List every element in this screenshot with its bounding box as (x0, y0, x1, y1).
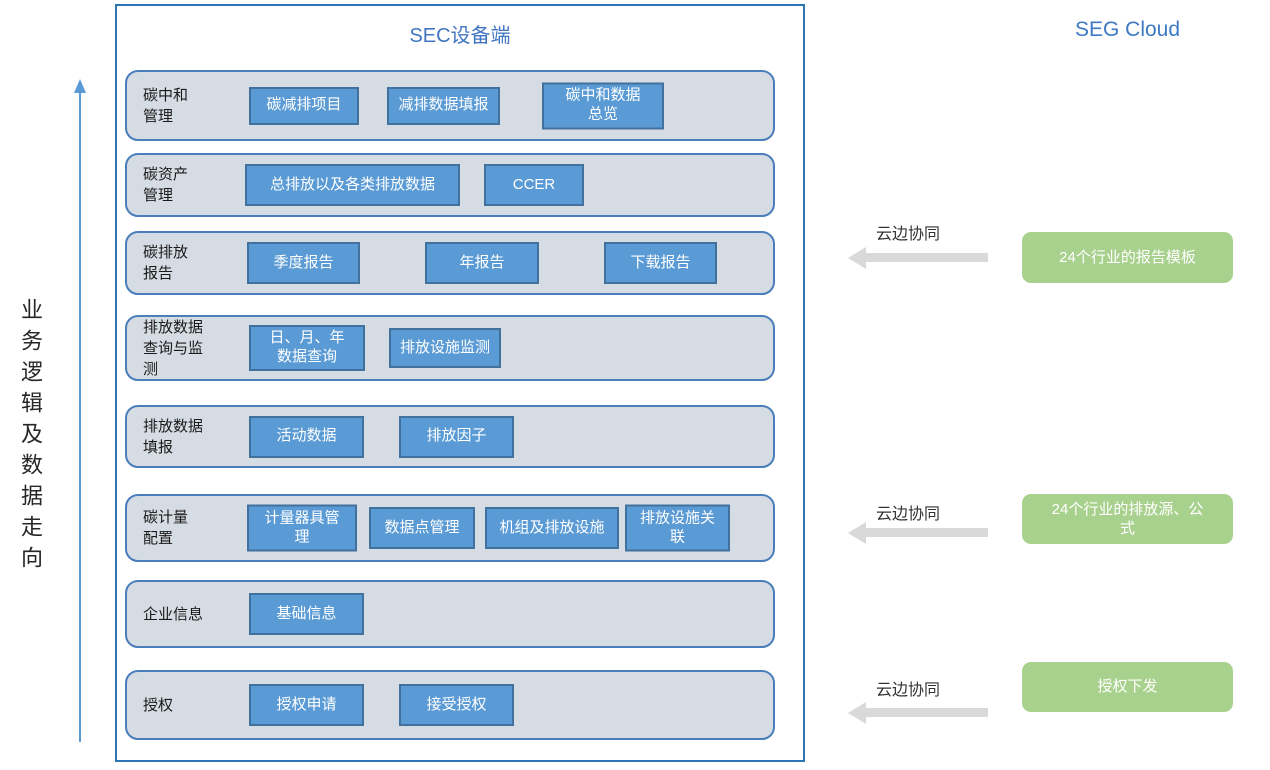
module-row-label: 碳计量 配置 (143, 509, 189, 547)
left-arrow-head-icon (848, 702, 866, 724)
module-row-emission-query-monitor: 排放数据 查询与监 测 日、月、年 数据查询 排放设施监测 (125, 315, 775, 381)
feature-chip: 总排放以及各类排放数据 (245, 164, 460, 206)
flow-axis-label: 业务逻辑及数据走向 (18, 298, 43, 577)
sec-device-panel: SEC设备端 碳中和 管理 碳减排项目 减排数据填报 碳中和数据 总览 碳资产 … (115, 4, 805, 762)
sync-link-label: 云边协同 (876, 682, 941, 699)
up-arrow-icon (74, 79, 86, 93)
module-row-enterprise-info: 企业信息 基础信息 (125, 580, 775, 648)
feature-chip: 年报告 (425, 242, 539, 284)
module-row-label: 排放数据 填报 (143, 417, 204, 456)
left-arrow-head-icon (848, 247, 866, 269)
feature-chip: 季度报告 (247, 242, 360, 284)
module-row-label: 碳中和 管理 (143, 86, 189, 125)
feature-chip: 碳减排项目 (249, 86, 359, 125)
sync-link-label: 云边协同 (876, 226, 941, 243)
feature-chip: CCER (484, 164, 584, 206)
module-row-carbon-asset: 碳资产 管理 总排放以及各类排放数据 CCER (125, 153, 775, 217)
feature-chip: 日、月、年 数据查询 (249, 325, 365, 371)
cloud-box-authorization-issue: 授权下发 (1022, 662, 1233, 712)
module-row-carbon-neutrality: 碳中和 管理 碳减排项目 减排数据填报 碳中和数据 总览 (125, 70, 775, 141)
feature-chip: 碳中和数据 总览 (542, 82, 664, 129)
module-row-label: 企业信息 (143, 605, 204, 623)
seg-cloud-title: SEG Cloud (1074, 18, 1181, 41)
module-row-authorization: 授权 授权申请 接受授权 (125, 670, 775, 740)
feature-chip: 授权申请 (249, 684, 364, 726)
left-arrow-icon (866, 708, 988, 717)
feature-chip: 机组及排放设施 (485, 507, 619, 549)
module-row-label: 碳排放 报告 (143, 244, 189, 282)
module-row-label: 排放数据 查询与监 测 (143, 318, 204, 378)
feature-chip: 排放因子 (399, 415, 514, 458)
left-arrow-icon (866, 528, 988, 537)
feature-chip: 数据点管理 (369, 507, 475, 549)
feature-chip: 下载报告 (604, 242, 717, 284)
feature-chip: 排放设施关 联 (625, 504, 730, 552)
feature-chip: 减排数据填报 (387, 86, 500, 125)
feature-chip: 接受授权 (399, 684, 514, 726)
feature-chip: 计量器具管 理 (247, 504, 357, 552)
cloud-box-report-templates: 24个行业的报告模板 (1022, 232, 1233, 283)
module-row-carbon-metering-config: 碳计量 配置 计量器具管 理 数据点管理 机组及排放设施 排放设施关 联 (125, 494, 775, 562)
up-arrow-shaft (79, 92, 81, 742)
cloud-box-emission-sources: 24个行业的排放源、公 式 (1022, 494, 1233, 544)
module-row-label: 碳资产 管理 (143, 166, 189, 204)
feature-chip: 活动数据 (249, 415, 364, 458)
sync-link-label: 云边协同 (876, 506, 941, 523)
feature-chip: 基础信息 (249, 593, 364, 635)
left-arrow-icon (866, 253, 988, 262)
feature-chip: 排放设施监测 (389, 328, 501, 368)
module-row-emission-report: 碳排放 报告 季度报告 年报告 下载报告 (125, 231, 775, 295)
module-row-label: 授权 (143, 696, 174, 714)
sec-panel-title: SEC设备端 (409, 25, 511, 47)
left-arrow-head-icon (848, 522, 866, 544)
module-row-emission-data-entry: 排放数据 填报 活动数据 排放因子 (125, 405, 775, 468)
